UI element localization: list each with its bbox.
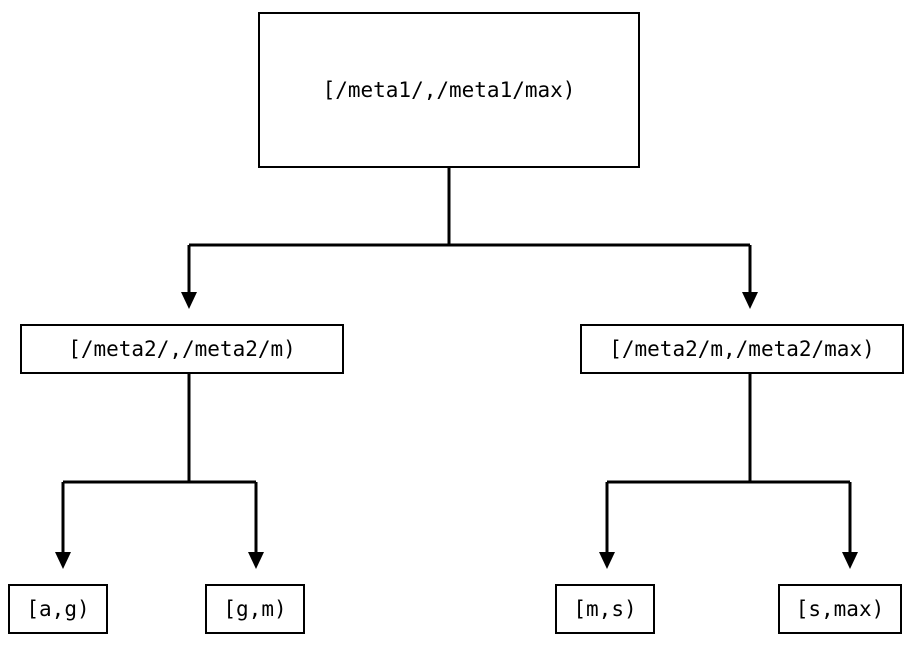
node-leaf-a-g-label: [a,g) (26, 596, 90, 621)
node-leaf-s-max-label: [s,max) (795, 596, 885, 621)
node-leaf-s-max[interactable]: [s,max) (778, 584, 902, 634)
node-leaf-a-g[interactable]: [a,g) (8, 584, 108, 634)
node-root-label: [/meta1/,/meta1/max) (322, 77, 576, 102)
arrowhead-to-leaf1 (55, 552, 71, 569)
arrowhead-to-leaf4 (842, 552, 858, 569)
node-leaf-m-s[interactable]: [m,s) (555, 584, 655, 634)
arrowhead-to-leaf3 (599, 552, 615, 569)
node-mid-left[interactable]: [/meta2/,/meta2/m) (20, 324, 344, 374)
node-leaf-m-s-label: [m,s) (573, 596, 637, 621)
node-leaf-g-m[interactable]: [g,m) (205, 584, 305, 634)
node-mid-left-label: [/meta2/,/meta2/m) (68, 336, 296, 361)
node-mid-right[interactable]: [/meta2/m,/meta2/max) (580, 324, 904, 374)
arrowhead-to-mid-right (742, 292, 758, 309)
arrowhead-to-leaf2 (248, 552, 264, 569)
node-leaf-g-m-label: [g,m) (223, 596, 287, 621)
node-root[interactable]: [/meta1/,/meta1/max) (258, 12, 640, 168)
node-mid-right-label: [/meta2/m,/meta2/max) (609, 336, 875, 361)
arrowhead-to-mid-left (181, 292, 197, 309)
